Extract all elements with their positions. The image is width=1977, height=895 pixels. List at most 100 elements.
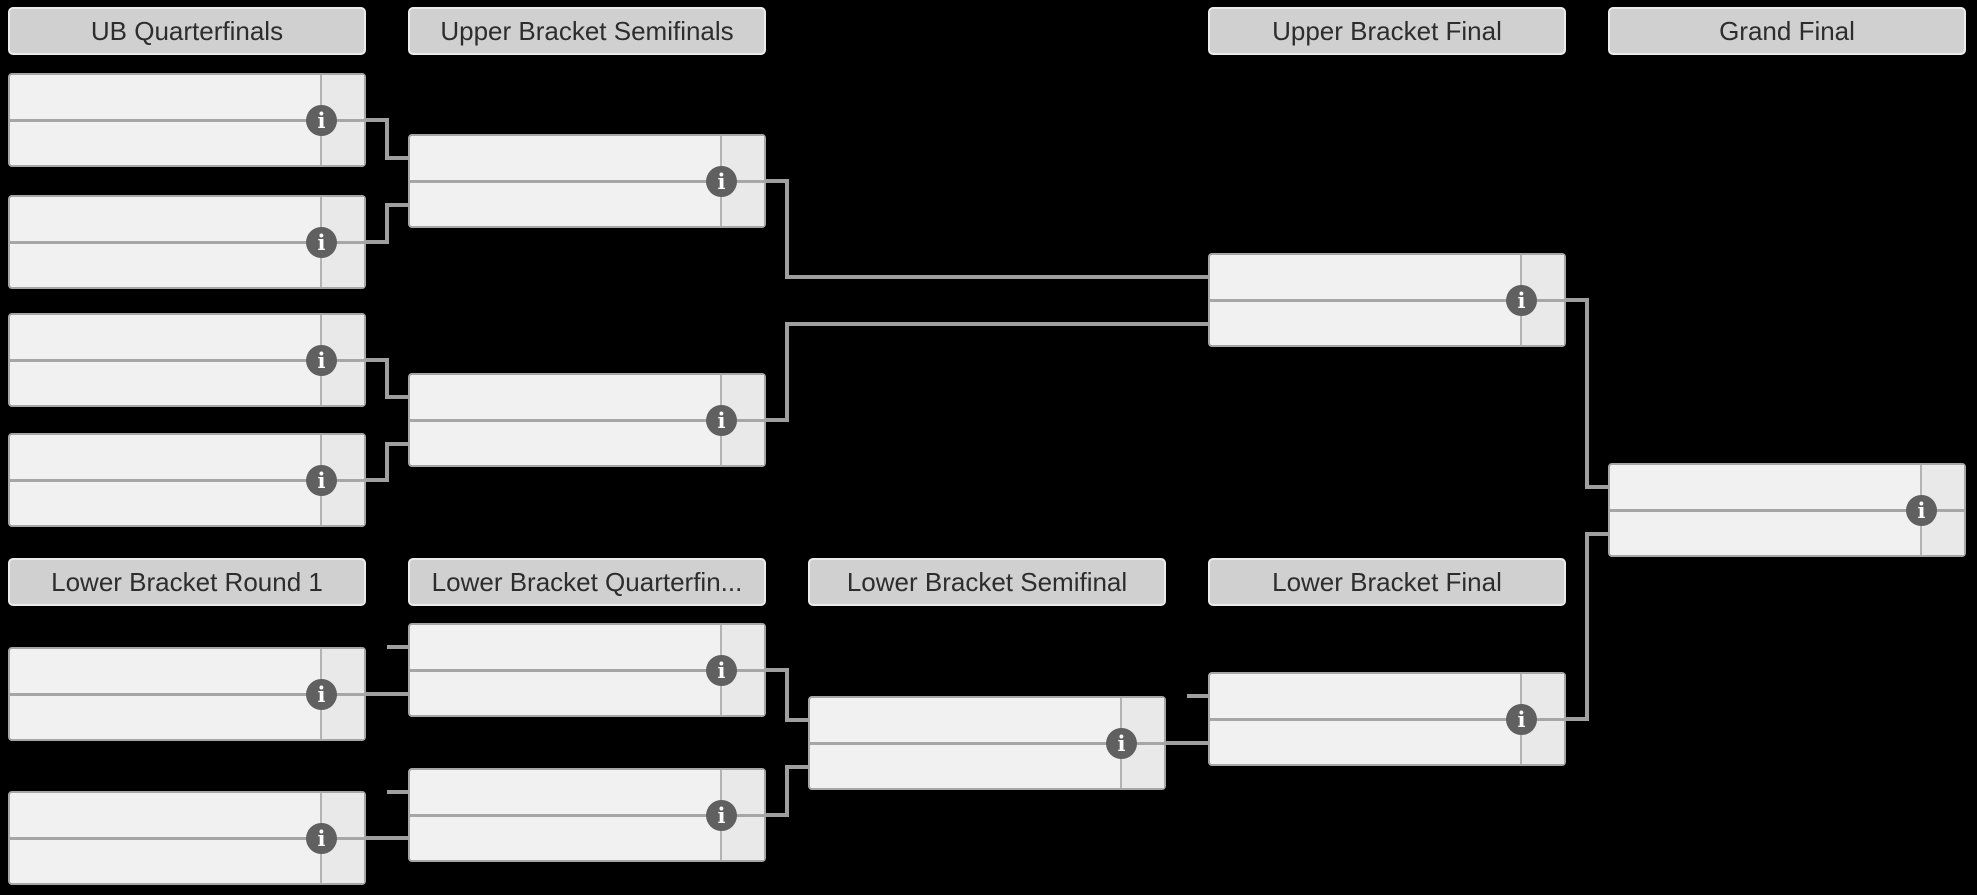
connector-line xyxy=(785,275,1208,279)
participant-slot xyxy=(10,840,322,884)
match-ub-sf-1: i xyxy=(408,134,766,228)
info-icon-glyph: i xyxy=(1517,288,1526,313)
slot-divider xyxy=(410,419,764,422)
connector-line xyxy=(366,118,387,122)
slot-divider xyxy=(410,180,764,183)
connector-line xyxy=(387,790,408,794)
participant-slot xyxy=(410,817,722,861)
info-icon[interactable]: i xyxy=(706,800,737,831)
participant-slot xyxy=(1210,721,1522,765)
participant-slot xyxy=(410,136,722,180)
participant-slot xyxy=(410,183,722,227)
participant-slot xyxy=(1210,674,1522,718)
connector-line xyxy=(766,668,787,672)
connector-line xyxy=(785,668,789,722)
connector-line xyxy=(366,358,387,362)
connector-line xyxy=(766,179,787,183)
info-icon[interactable]: i xyxy=(306,105,337,136)
participant-slot xyxy=(10,75,322,119)
round-header-lower-bracket-quarterfinals: Lower Bracket Quarterfin... xyxy=(408,558,766,606)
info-icon[interactable]: i xyxy=(1106,728,1137,759)
info-icon-glyph: i xyxy=(317,826,326,851)
slot-divider xyxy=(410,814,764,817)
info-icon-glyph: i xyxy=(717,408,726,433)
slot-divider xyxy=(410,669,764,672)
slot-divider xyxy=(1210,299,1564,302)
match-lb-final: i xyxy=(1208,672,1566,766)
match-lb-r1-1: i xyxy=(8,647,366,741)
participant-slot xyxy=(410,375,722,419)
participant-slot xyxy=(810,698,1122,742)
info-icon[interactable]: i xyxy=(706,405,737,436)
connector-line xyxy=(785,718,808,722)
connector-line xyxy=(785,179,789,279)
connector-line xyxy=(387,645,408,649)
slot-divider xyxy=(10,693,364,696)
connector-line xyxy=(366,478,387,482)
participant-slot xyxy=(10,649,322,693)
round-header-lower-bracket-final: Lower Bracket Final xyxy=(1208,558,1566,606)
connector-line xyxy=(1585,532,1608,536)
connector-line xyxy=(1566,717,1587,721)
info-icon[interactable]: i xyxy=(1506,704,1537,735)
connector-line xyxy=(785,765,808,769)
match-lb-r1-2: i xyxy=(8,791,366,885)
round-header-lower-bracket-round-1: Lower Bracket Round 1 xyxy=(8,558,366,606)
connector-line xyxy=(385,442,408,446)
info-icon[interactable]: i xyxy=(306,823,337,854)
participant-slot xyxy=(1210,302,1522,346)
match-ub-qf-3: i xyxy=(8,313,366,407)
connector-line xyxy=(1187,694,1208,698)
match-lb-qf-2: i xyxy=(408,768,766,862)
match-ub-sf-2: i xyxy=(408,373,766,467)
round-header-upper-bracket-semifinals: Upper Bracket Semifinals xyxy=(408,7,766,55)
info-icon[interactable]: i xyxy=(1906,495,1937,526)
participant-slot xyxy=(10,362,322,406)
participant-slot xyxy=(1610,465,1922,509)
participant-slot xyxy=(10,696,322,740)
round-header-grand-final: Grand Final xyxy=(1608,7,1966,55)
participant-slot xyxy=(10,793,322,837)
connector-line xyxy=(1585,298,1589,489)
info-icon-glyph: i xyxy=(717,803,726,828)
match-ub-qf-4: i xyxy=(8,433,366,527)
participant-slot xyxy=(10,315,322,359)
connector-line xyxy=(385,156,408,160)
slot-divider xyxy=(10,479,364,482)
participant-slot xyxy=(410,770,722,814)
participant-slot xyxy=(10,122,322,166)
connector-line xyxy=(366,692,408,696)
info-icon-glyph: i xyxy=(1917,498,1926,523)
connector-line xyxy=(1585,485,1608,489)
connector-line xyxy=(785,765,789,817)
connector-line xyxy=(385,118,389,160)
participant-slot xyxy=(410,625,722,669)
info-icon-glyph: i xyxy=(717,169,726,194)
info-icon[interactable]: i xyxy=(706,166,737,197)
match-lb-qf-1: i xyxy=(408,623,766,717)
round-header-upper-bracket-final: Upper Bracket Final xyxy=(1208,7,1566,55)
info-icon-glyph: i xyxy=(1117,731,1126,756)
info-icon-glyph: i xyxy=(317,108,326,133)
connector-line xyxy=(385,395,408,399)
info-icon[interactable]: i xyxy=(706,655,737,686)
info-icon-glyph: i xyxy=(717,658,726,683)
info-icon-glyph: i xyxy=(1517,707,1526,732)
connector-line xyxy=(1166,741,1208,745)
info-icon[interactable]: i xyxy=(306,465,337,496)
info-icon[interactable]: i xyxy=(306,679,337,710)
match-ub-final: i xyxy=(1208,253,1566,347)
connector-line xyxy=(385,203,408,207)
connector-line xyxy=(385,203,389,244)
info-icon-glyph: i xyxy=(317,682,326,707)
match-ub-qf-2: i xyxy=(8,195,366,289)
participant-slot xyxy=(10,244,322,288)
info-icon[interactable]: i xyxy=(306,227,337,258)
info-icon[interactable]: i xyxy=(1506,285,1537,316)
info-icon[interactable]: i xyxy=(306,345,337,376)
round-header-lower-bracket-semifinal: Lower Bracket Semifinal xyxy=(808,558,1166,606)
match-lb-sf: i xyxy=(808,696,1166,790)
participant-slot xyxy=(1610,512,1922,556)
info-icon-glyph: i xyxy=(317,230,326,255)
participant-slot xyxy=(410,672,722,716)
